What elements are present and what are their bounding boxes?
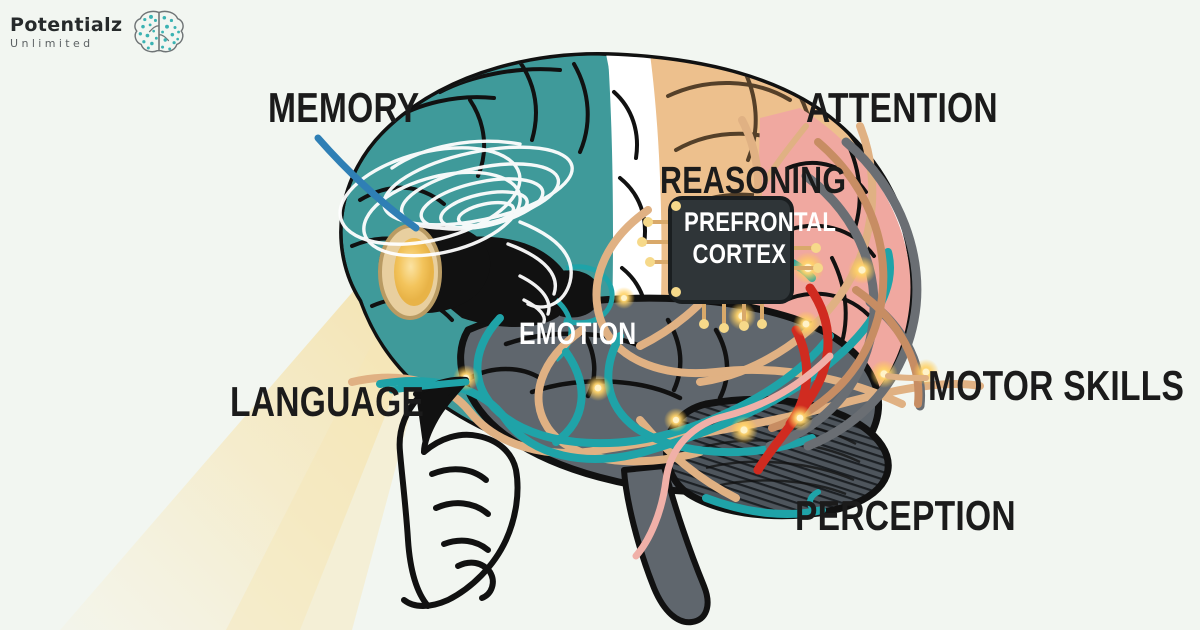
prefrontal-cortex-chip: [637, 196, 823, 333]
chip-pin-nodes: [637, 201, 823, 333]
label-attention: ATTENTION: [806, 84, 998, 131]
label-emotion: EMOTION: [519, 316, 637, 351]
connector-memory: [314, 134, 420, 232]
neural-wires: [348, 116, 984, 560]
label-motor-skills: MOTOR SKILLS: [928, 362, 1185, 409]
brainstem: [621, 463, 711, 626]
wire-brown: [768, 138, 923, 432]
brand-name: Potentialz: [10, 13, 123, 36]
brand-tagline: Unlimited: [10, 36, 94, 50]
label-language: LANGUAGE: [230, 378, 425, 425]
pointing-hand: [396, 376, 521, 609]
connector-motor-skills: [885, 373, 929, 381]
wire-pink: [632, 352, 834, 560]
label-reasoning: REASONING: [660, 160, 847, 202]
label-perception: PERCEPTION: [795, 492, 1016, 539]
memory-swirl: [338, 139, 574, 324]
connector-attention: [763, 123, 809, 183]
connector-perception: [807, 489, 821, 511]
label-memory: MEMORY: [268, 84, 420, 131]
label-prefrontal-cortex: PREFRONTAL CORTEX: [684, 207, 837, 269]
brand-logo-text: Potentialz Unlimited: [10, 13, 123, 50]
brand-logo[interactable]: Potentialz Unlimited: [10, 8, 186, 56]
label-connectors: [314, 123, 929, 511]
connector-language: [388, 378, 470, 394]
brain-dots-icon: [134, 10, 185, 53]
